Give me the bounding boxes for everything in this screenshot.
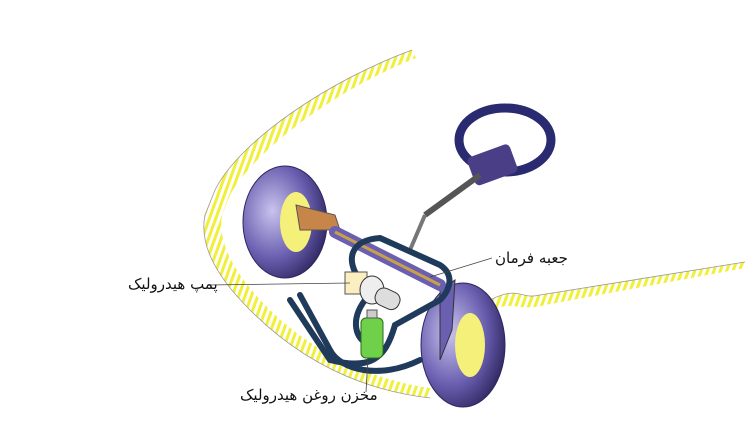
car-body-outline: [203, 49, 746, 399]
hydraulic-oil-reservoir: [360, 309, 384, 359]
steering-box: [329, 226, 446, 291]
label-hydraulic-pump: پمپ هیدرولیک: [128, 275, 218, 293]
label-hydraulic-oil-reservoir: مخزن روغن هیدرولیک: [240, 386, 378, 404]
leader-lines: [207, 257, 493, 393]
label-steering-box: جعبه فرمان: [495, 249, 568, 267]
left-wheel: [242, 165, 341, 279]
steering-wheel: [408, 103, 556, 251]
hydraulic-pump: [344, 271, 401, 311]
